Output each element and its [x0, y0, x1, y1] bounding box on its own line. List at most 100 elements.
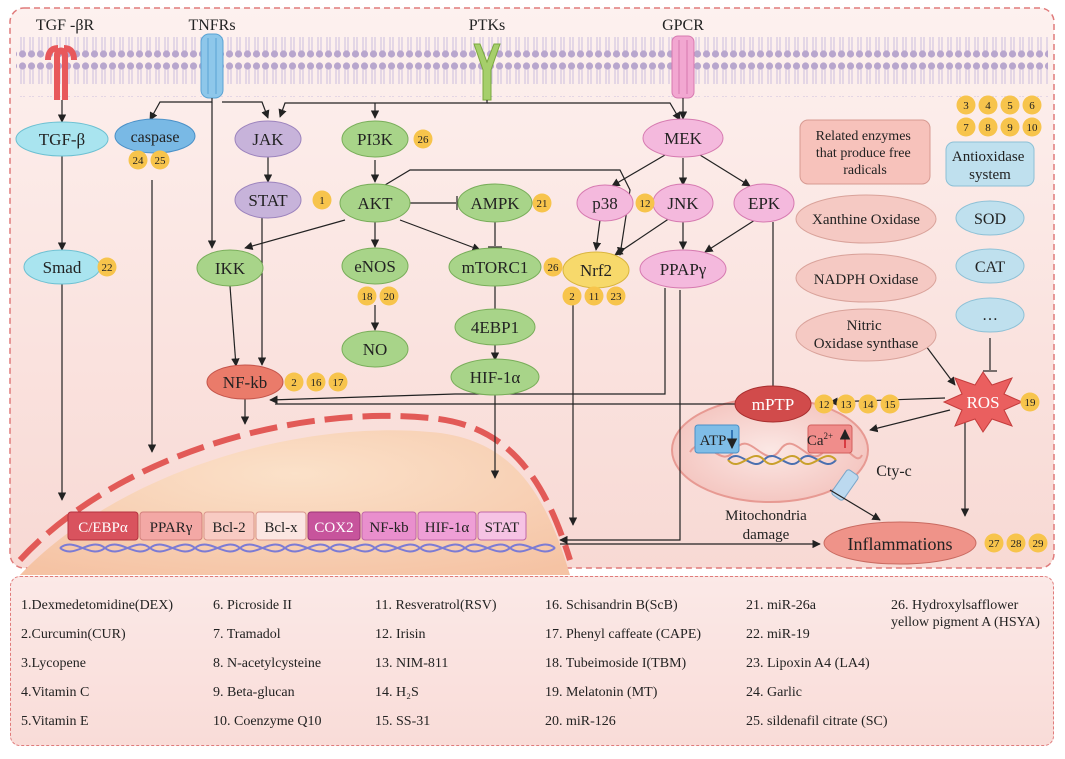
- edge-tnfr-caspase: [149, 98, 213, 121]
- drug-badge-number: 16: [311, 377, 323, 389]
- drug-item: 16. Schisandrin B(ScB): [545, 598, 678, 613]
- edge-epk-ppap: [704, 219, 756, 253]
- drug-badge-stat: [312, 190, 332, 210]
- enzyme-xanthine-label: Xanthine Oxidase: [812, 212, 920, 228]
- drug-badge-number: 1: [319, 195, 325, 207]
- drug-item: 1.Dexmedetomidine(DEX): [21, 598, 174, 613]
- drug-badge-nrf2: [584, 286, 604, 306]
- drug-badge-antioxidase: [1022, 117, 1042, 137]
- drug-badge-number: 3: [963, 100, 969, 112]
- drug-item: 17. Phenyl caffeate (CAPE): [545, 627, 702, 642]
- node-pi3k: PI3K: [341, 120, 409, 158]
- gene-box-pparg: [139, 511, 203, 541]
- drug-item: 8. N-acetylcysteine: [213, 656, 322, 671]
- node-no: NO: [341, 330, 409, 368]
- node-mptp-label: mPTP: [752, 395, 795, 414]
- node-mtorc1-label: mTORC1: [462, 258, 529, 277]
- drug-badge-number: 24: [133, 155, 145, 167]
- edge-tnfr-jak: [222, 101, 270, 119]
- drug-badge-number: 9: [1007, 122, 1013, 134]
- node-akt: AKT: [339, 183, 411, 223]
- node-epk: EPK: [733, 183, 795, 223]
- drug-item: 11. Resveratrol(RSV): [375, 598, 497, 613]
- node-hif: HIF-1α: [450, 358, 540, 396]
- drug-badge-number: 21: [537, 198, 548, 210]
- cty-c-label: Cty-c: [876, 463, 912, 480]
- node-pi3k-label: PI3K: [357, 130, 394, 149]
- drug-badge-antioxidase: [978, 95, 998, 115]
- node-p38: p38: [576, 184, 634, 222]
- gene-label-bcl2: Bcl-2: [212, 520, 245, 536]
- node-jak-label: JAK: [252, 130, 284, 149]
- node-jnk: JNK: [652, 183, 714, 223]
- nucleus-targets: C/EBPα PPARγ Bcl-2 Bcl-x COX2 NF-kb HIF-…: [67, 511, 527, 541]
- antioxidase-sod-label: SOD: [974, 211, 1006, 228]
- atp-label: ATP: [700, 433, 727, 449]
- node-hif-label: HIF-1α: [470, 368, 521, 387]
- node-ikk: IKK: [196, 249, 264, 287]
- drug-item: 26. Hydroxylsafflower yellow pigment A (…: [891, 598, 1040, 630]
- node-ampk: AMPK: [457, 183, 533, 223]
- drug-item: 18. Tubeimoside I(TBM): [545, 656, 687, 671]
- drug-item: 6. Picroside II: [213, 598, 292, 613]
- node-4ebp1-label: 4EBP1: [471, 318, 519, 337]
- drug-badge-antioxidase: [956, 95, 976, 115]
- gene-label-cebpa: C/EBPα: [78, 520, 128, 536]
- drug-badge-number: 23: [611, 291, 623, 303]
- drug-badge-nrf2: [562, 286, 582, 306]
- antioxidase-title-box: [945, 141, 1035, 187]
- antioxidase-cat: [955, 248, 1025, 284]
- drug-item: 10. Coenzyme Q10: [213, 714, 322, 729]
- drug-badge-antioxidase: [1000, 95, 1020, 115]
- node-caspase: caspase: [114, 118, 196, 154]
- drug-badge-inflammations: [1028, 533, 1048, 553]
- gene-box-stat: [477, 511, 527, 541]
- nuclear-envelope: [17, 412, 573, 563]
- drug-badge-inflammations: [984, 533, 1004, 553]
- edge-ppap-nfkb: [269, 288, 666, 404]
- drug-item: 22. miR-19: [746, 627, 810, 642]
- node-p38-label: p38: [592, 194, 618, 213]
- connectors: [57, 98, 997, 549]
- node-ros-label: ROS: [966, 393, 999, 412]
- mitochondria: ATP Ca2+: [671, 397, 869, 503]
- drug-badge-nfkb: [328, 372, 348, 392]
- edge-mek-p38: [611, 154, 666, 187]
- drug-badge-number: 2: [291, 377, 297, 389]
- tnfr-receptor: [200, 33, 224, 99]
- antioxidase-more-label: …: [982, 307, 998, 324]
- drug-badge-mtorc1: [543, 257, 563, 277]
- node-inflammations: Inflammations: [823, 521, 977, 565]
- gene-label-stat: STAT: [485, 520, 520, 536]
- drug-badge-number: 4: [985, 100, 991, 112]
- drug-badge-number: 14: [863, 399, 875, 411]
- gene-label-pparg: PPARγ: [150, 520, 193, 536]
- drug-badge-mptp: [858, 394, 878, 414]
- enzyme-nadph: [795, 253, 937, 303]
- node-nfkb: NF-kb: [206, 364, 284, 400]
- edge-akt-mtorc1: [399, 219, 481, 252]
- node-nrf2-label: Nrf2: [580, 261, 612, 280]
- drug-badge-caspase: [128, 150, 148, 170]
- drug-item: 2.Curcumin(CUR): [21, 627, 126, 642]
- drug-badge-pi3k: [413, 129, 433, 149]
- drug-badge-number: 28: [1011, 538, 1023, 550]
- drug-item: 4.Vitamin C: [21, 685, 90, 700]
- tgfb-receptor: [45, 45, 77, 100]
- node-akt-label: AKT: [358, 194, 394, 213]
- drug-item: 19. Melatonin (MT): [545, 685, 658, 700]
- drug-badge-number: 17: [333, 377, 345, 389]
- drug-badge-number: 26: [548, 262, 560, 274]
- node-nrf2: Nrf2: [562, 251, 630, 289]
- drug-badge-nfkb: [306, 372, 326, 392]
- drug-badge-antioxidase: [978, 117, 998, 137]
- node-4ebp1: 4EBP1: [454, 308, 536, 346]
- node-nfkb-label: NF-kb: [223, 373, 267, 392]
- node-tgfb-label: TGF-β: [39, 130, 85, 149]
- receptor-label-tnfrs: TNFRs: [188, 17, 235, 34]
- edge-mito-inflammations: [829, 489, 881, 521]
- drug-item: 25. sildenafil citrate (SC): [746, 714, 888, 729]
